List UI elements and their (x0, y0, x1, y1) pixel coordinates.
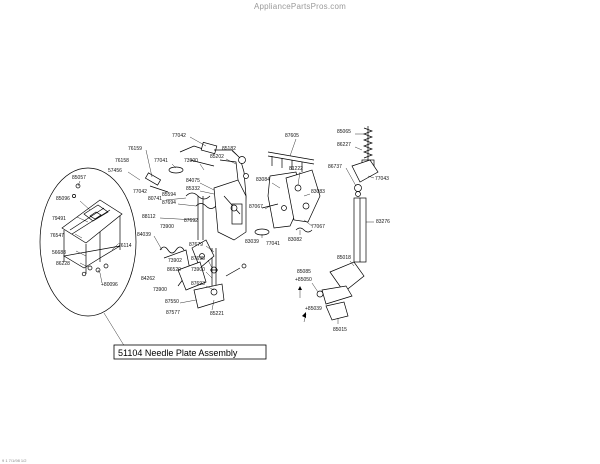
callout-77042-a[interactable]: 77042 (172, 133, 186, 139)
callout-83276[interactable]: 83276 (376, 219, 390, 225)
assembly-label-text: 51104 Needle Plate Assembly (118, 348, 238, 358)
callout-84075[interactable]: 84075 (186, 178, 200, 184)
callout-85018[interactable]: 85018 (337, 255, 351, 261)
callout-56688[interactable]: 56688 (52, 250, 66, 256)
callout-85182[interactable]: 85182 (222, 146, 236, 152)
callout-57456[interactable]: 57456 (108, 168, 122, 174)
callout-77067[interactable]: 77067 (311, 224, 325, 230)
central-mechanism (144, 141, 249, 309)
callout-85039[interactable]: +85039 (305, 306, 322, 312)
callout-76159[interactable]: 76159 (128, 146, 142, 152)
callout-85332[interactable]: 85332 (186, 186, 200, 192)
callout-83082[interactable]: 83082 (288, 237, 302, 243)
footer-code: 9 1 7/1/98 1/2 (2, 458, 27, 463)
callout-83083[interactable]: 83083 (311, 189, 325, 195)
callout-86737[interactable]: 86737 (328, 164, 342, 170)
callout-87679[interactable]: 87679 (189, 242, 203, 248)
callout-87694[interactable]: 87694 (162, 200, 176, 206)
callout-86520[interactable]: 86520 (167, 267, 181, 273)
callout-73900-d[interactable]: 73900 (153, 287, 167, 293)
callout-87692[interactable]: 87692 (184, 218, 198, 224)
callout-83039[interactable]: 83039 (245, 239, 259, 245)
presser-bar-assembly (316, 126, 379, 321)
callout-87067[interactable]: 87067 (249, 204, 263, 210)
callout-76114[interactable]: 76114 (118, 243, 132, 249)
callout-80096[interactable]: +80096 (101, 282, 118, 288)
callout-73900-b[interactable]: 73900 (160, 224, 174, 230)
needle-plate-assembly-label[interactable]: 51104 Needle Plate Assembly (113, 344, 267, 360)
callout-76158[interactable]: 76158 (115, 158, 129, 164)
callout-85594[interactable]: 85594 (162, 192, 176, 198)
callout-85221[interactable]: 85221 (210, 311, 224, 317)
callout-87550[interactable]: 87550 (165, 299, 179, 305)
callout-88112[interactable]: 88112 (142, 214, 156, 220)
callout-85015[interactable]: 85015 (333, 327, 347, 333)
callout-79491[interactable]: 79491 (52, 216, 66, 222)
presser-spring (363, 127, 373, 159)
callout-73900-c[interactable]: 73900 (191, 267, 205, 273)
callout-85202[interactable]: 85202 (210, 154, 224, 160)
callout-87605[interactable]: 87605 (285, 133, 299, 139)
callout-77043[interactable]: 77043 (375, 176, 389, 182)
callout-86228[interactable]: 86228 (56, 261, 70, 267)
callout-87695[interactable]: 87695 (191, 256, 205, 262)
callout-81222[interactable]: 81222 (289, 166, 303, 172)
callout-77042-b[interactable]: 77042 (133, 189, 147, 195)
callout-87693[interactable]: 87693 (191, 281, 205, 287)
assembly-oval (39, 167, 137, 317)
watermark: AppliancePartsPros.com (254, 2, 346, 11)
callout-84039[interactable]: 84039 (137, 232, 151, 238)
callout-85096[interactable]: 85096 (56, 196, 70, 202)
callout-86227[interactable]: 86227 (337, 142, 351, 148)
needle-plate-assembly-group (39, 167, 145, 353)
callout-85065[interactable]: 85065 (337, 129, 351, 135)
callout-76547[interactable]: 76547 (50, 233, 64, 239)
leader-lines (127, 133, 375, 324)
callout-87577[interactable]: 87577 (166, 310, 180, 316)
callout-80741[interactable]: 80741 (148, 196, 162, 202)
callout-73900-a[interactable]: 73900 (184, 158, 198, 164)
callout-84262[interactable]: 84262 (141, 276, 155, 282)
callout-73902[interactable]: 73902 (168, 258, 182, 264)
callout-85050[interactable]: +85050 (295, 277, 312, 283)
callout-85085[interactable]: 85085 (297, 269, 311, 275)
callout-77041-b[interactable]: 77041 (266, 241, 280, 247)
callout-77041[interactable]: 77041 (154, 158, 168, 164)
callouts: 77042 85182 76159 77041 73900 85202 7615… (50, 129, 390, 333)
callout-85057[interactable]: 85057 (72, 175, 86, 181)
callout-83084[interactable]: 83084 (256, 177, 270, 183)
